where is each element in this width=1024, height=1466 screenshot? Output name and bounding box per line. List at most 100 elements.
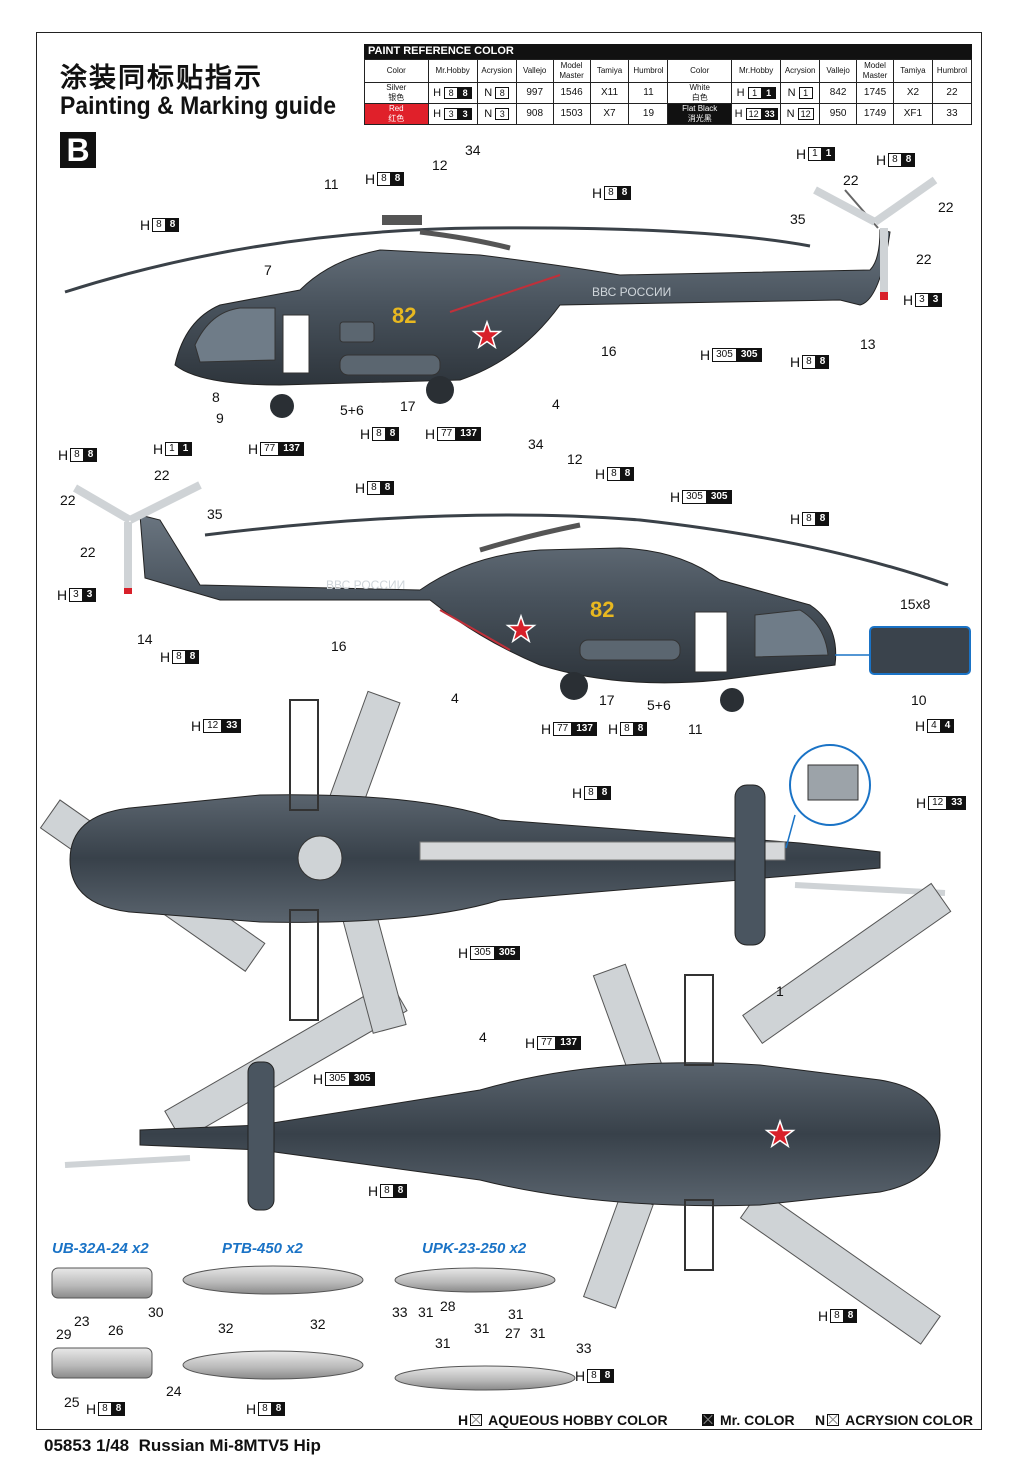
ref-color-number: 1 [178,442,193,456]
n-letter: N [786,108,795,120]
ref-hobby-number: 8 [367,481,381,495]
callout-number: 22 [80,544,96,560]
blade-tip-red [880,292,888,300]
fuel-tank [579,639,681,661]
legend-box-filled-icon [702,1414,714,1426]
callout-number: 28 [440,1298,456,1314]
n-number: 12 [797,108,814,120]
ref-color-number: 8 [165,218,180,232]
c-number: 8 [458,87,473,99]
ref-color-number: 8 [843,1309,858,1323]
main-rotor-blade [204,513,949,587]
color-name: Red [388,104,404,113]
ub32-pod-1 [51,1267,153,1299]
fuselage [139,514,837,684]
legend-label: Mr. COLOR [720,1412,795,1428]
side-view-right: 82 ВВС РОССИИ [72,481,971,712]
main-wheel [426,376,454,404]
callout-number: 33 [392,1304,408,1320]
vallejo-cell: 908 [515,103,554,125]
legend-box-icon [827,1414,840,1426]
ref-hobby-number: 8 [607,467,621,481]
bort-number: 82 [590,597,614,622]
callout-number: 29 [56,1326,72,1342]
callout-number: 5+6 [647,697,671,713]
scheme-badge: B [60,132,96,168]
h-letter: H [433,87,442,99]
vallejo-cell: 950 [819,103,858,125]
c-number: 1 [761,87,776,99]
ref-color-number: 8 [385,427,400,441]
callout-number: 34 [465,142,481,158]
col-header: Mr.Hobby [427,59,478,83]
callout-number: 35 [790,211,806,227]
bottom-view [64,882,952,1345]
fuselage [174,229,891,386]
ref-letter: H [903,292,914,308]
ref-hobby-number: 77 [260,442,280,456]
callout-number: 32 [310,1316,326,1332]
callout-number: 32 [218,1320,234,1336]
ref-letter: H [608,721,619,737]
callout-number: 11 [688,721,703,737]
stabilizer [734,784,766,946]
ref-hobby-number: 8 [587,1369,601,1383]
ref-hobby-number: 8 [172,650,186,664]
ref-color-number: 33 [222,719,242,733]
callout-number: 25 [64,1394,80,1410]
ref-letter: H [365,171,376,187]
ref-letter: H [876,152,887,168]
ref-letter: H [572,785,583,801]
weapon-pylon [684,1199,714,1271]
ref-letter: H [248,441,259,457]
ref-letter: H [818,1308,829,1324]
ref-hobby-number: 8 [372,427,386,441]
callout-number: 10 [911,692,927,708]
c-number: 3 [458,108,473,120]
ref-hobby-number: 3 [915,293,929,307]
fuel-tank [339,354,441,376]
ref-color-number: 8 [815,512,830,526]
vvs-rossii-marking: ВВС РОССИИ [326,578,405,592]
legend-n-letter: N [815,1412,826,1428]
ref-letter: H [160,649,171,665]
callout-number: 12 [567,451,583,467]
tail-blade [72,484,133,524]
ref-hobby-number: 305 [325,1072,350,1086]
ptb-tank-1 [182,1265,364,1295]
ref-letter: H [425,426,436,442]
col-header: Model Master [856,59,894,83]
callout-number: 4 [552,396,560,412]
upk-pod-1 [394,1267,556,1293]
ref-letter: H [86,1401,97,1417]
blade-tip-red [124,588,132,594]
color-name-cn: 消光黑 [687,114,712,123]
ref-hobby-number: 8 [152,218,166,232]
col-header: Humbrol [931,59,973,83]
ref-letter: H [313,1071,324,1087]
callout-number: 34 [528,436,544,452]
rotor-hub [297,835,343,881]
ref-hobby-number: 8 [380,1184,394,1198]
weapon-pylon [684,974,714,1066]
callout-number: 31 [418,1304,434,1320]
ref-hobby-number: 305 [470,946,495,960]
